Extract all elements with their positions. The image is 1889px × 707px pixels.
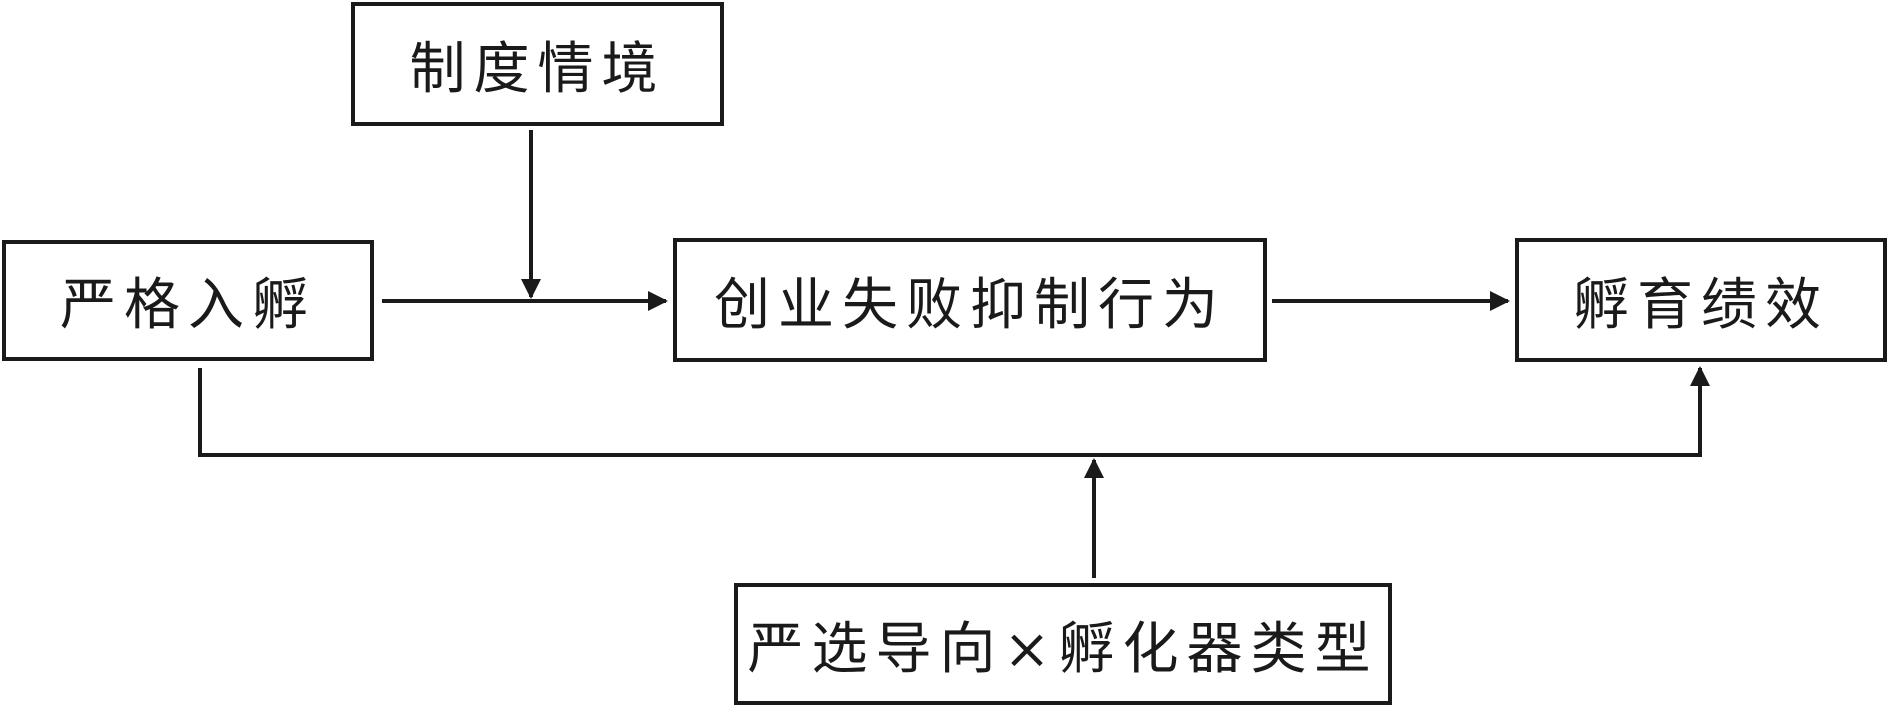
node-strict-incubation-label: 严格入孵 [60,273,316,338]
node-institutional-context: 制度情境 [351,2,724,126]
node-strict-incubation: 严格入孵 [2,240,374,361]
node-incubation-performance-label: 孵育绩效 [1573,272,1829,338]
node-institutional-context-label: 制度情境 [409,36,666,102]
node-failure-suppression-label: 创业失败抑制行为 [714,272,1226,338]
arrow-strict-to-performance [198,366,1710,457]
node-moderator-label: 严选导向×孵化器类型 [747,616,1379,682]
node-failure-suppression: 创业失败抑制行为 [673,238,1267,362]
node-moderator: 严选导向×孵化器类型 [734,583,1392,705]
node-incubation-performance: 孵育绩效 [1515,238,1887,362]
